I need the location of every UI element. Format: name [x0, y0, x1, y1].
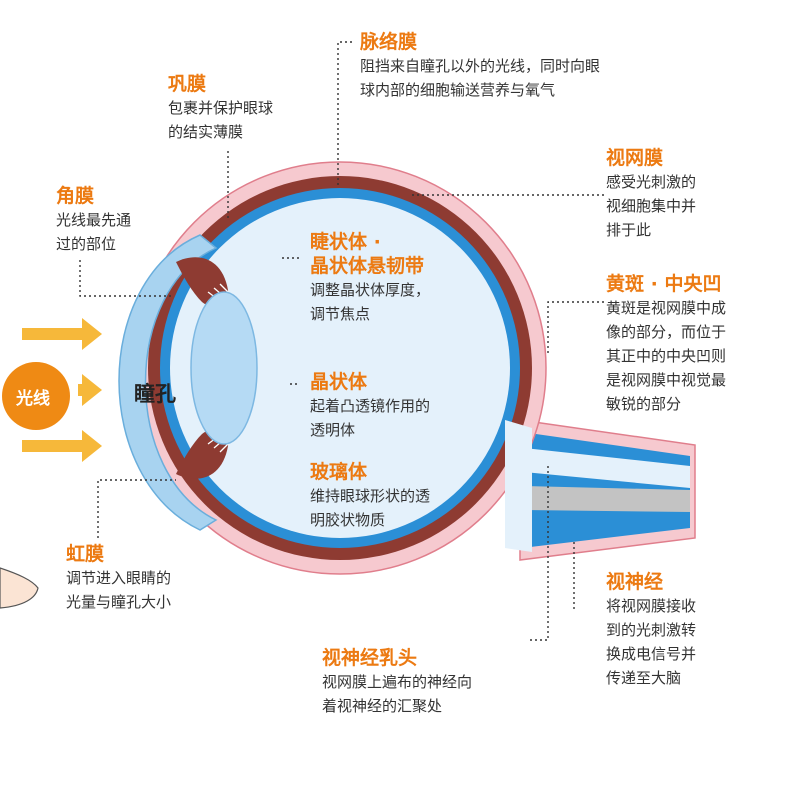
light-source-label: 光线 [16, 389, 50, 409]
iris-desc-1: 调节进入眼睛的 [66, 569, 172, 587]
iris-title: 虹膜 [66, 543, 105, 565]
light-arrows [22, 318, 102, 462]
retina-desc-1: 感受光刺激的 [606, 173, 697, 191]
optic-disc-title: 视神经乳头 [322, 647, 418, 669]
retina-desc-3: 排于此 [606, 221, 652, 239]
optic-nerve-title: 视神经 [606, 571, 664, 593]
label-vitreous: 玻璃体 维持眼球形状的透 明胶状物质 [310, 460, 430, 532]
label-cornea: 角膜 光线最先通 过的部位 [56, 184, 131, 256]
label-choroid: 脉络膜 阻挡来自瞳孔以外的光线，同时向眼 球内部的细胞输送营养与氧气 [360, 30, 600, 102]
macula-desc-2: 像的部分，而位于 [606, 323, 727, 341]
choroid-desc-1: 阻挡来自瞳孔以外的光线，同时向眼 [360, 57, 601, 75]
cornea-title: 角膜 [56, 185, 95, 207]
optic-disc-desc-2: 着视神经的汇聚处 [322, 697, 443, 715]
optic-disc-desc-1: 视网膜上遍布的神经向 [322, 673, 473, 691]
cornea [118, 234, 218, 531]
ciliary-title-1: 睫状体 · [310, 231, 381, 253]
optic-nerve-desc-1: 将视网膜接收 [606, 597, 697, 615]
lens-desc-1: 起着凸透镜作用的 [310, 397, 431, 415]
label-ciliary: 睫状体 · 晶状体悬韧带 调整晶状体厚度， 调节焦点 [310, 230, 430, 326]
vitreous-body [170, 198, 510, 538]
cornea-desc-1: 光线最先通 [56, 211, 132, 229]
label-optic-nerve: 视神经 将视网膜接收 到的光刺激转 换成电信号并 传递至大脑 [606, 570, 696, 690]
lens-title: 晶状体 [310, 371, 368, 393]
label-optic-disc: 视神经乳头 视网膜上遍布的神经向 着视神经的汇聚处 [322, 646, 472, 718]
optic-nerve-desc-2: 到的光刺激转 [606, 621, 697, 639]
ciliary-title-2: 晶状体悬韧带 [310, 255, 425, 277]
label-sclera: 巩膜 包裹并保护眼球 的结实薄膜 [168, 72, 273, 144]
iris-desc-2: 光量与瞳孔大小 [66, 593, 172, 611]
pupil-label: 瞳孔 [134, 382, 176, 406]
optic-nerve-desc-3: 换成电信号并 [606, 645, 697, 663]
cornea-desc-2: 过的部位 [56, 235, 117, 253]
optic-nerve-desc-4: 传递至大脑 [606, 669, 682, 687]
ciliary-desc-1: 调整晶状体厚度， [310, 281, 431, 299]
leader-lines [79, 41, 604, 641]
macula-desc-1: 黄斑是视网膜中成 [606, 299, 727, 317]
label-retina: 视网膜 感受光刺激的 视细胞集中并 排于此 [606, 146, 696, 242]
macula-desc-5: 敏锐的部分 [606, 395, 682, 413]
vitreous-desc-1: 维持眼球形状的透 [310, 487, 431, 505]
macula-title: 黄斑 · 中央凹 [606, 273, 722, 295]
sclera-desc-1: 包裹并保护眼球 [168, 99, 274, 117]
sclera-title: 巩膜 [168, 73, 207, 95]
vitreous-title: 玻璃体 [310, 461, 368, 483]
vitreous-desc-2: 明胶状物质 [310, 511, 386, 529]
optic-disc [505, 420, 532, 552]
sclera-desc-2: 的结实薄膜 [168, 123, 244, 141]
choroid-desc-2: 球内部的细胞输送营养与氧气 [360, 81, 556, 99]
macula-desc-4: 是视网膜中视觉最 [606, 371, 727, 389]
label-lens: 晶状体 起着凸透镜作用的 透明体 [310, 370, 430, 442]
choroid-title: 脉络膜 [360, 31, 418, 53]
lens [190, 291, 258, 445]
optic-nerve [519, 419, 696, 561]
label-macula: 黄斑 · 中央凹 黄斑是视网膜中成 像的部分，而位于 其正中的中央凹则 是视网膜… [606, 272, 726, 416]
light-source [2, 362, 70, 430]
ciliary-desc-2: 调节焦点 [310, 305, 371, 323]
macula-desc-3: 其正中的中央凹则 [606, 347, 727, 365]
finger-tip [0, 567, 39, 609]
lens-desc-2: 透明体 [310, 421, 356, 439]
label-iris: 虹膜 调节进入眼睛的 光量与瞳孔大小 [66, 542, 171, 614]
retina-desc-2: 视细胞集中并 [606, 197, 697, 215]
retina-title: 视网膜 [606, 147, 664, 169]
